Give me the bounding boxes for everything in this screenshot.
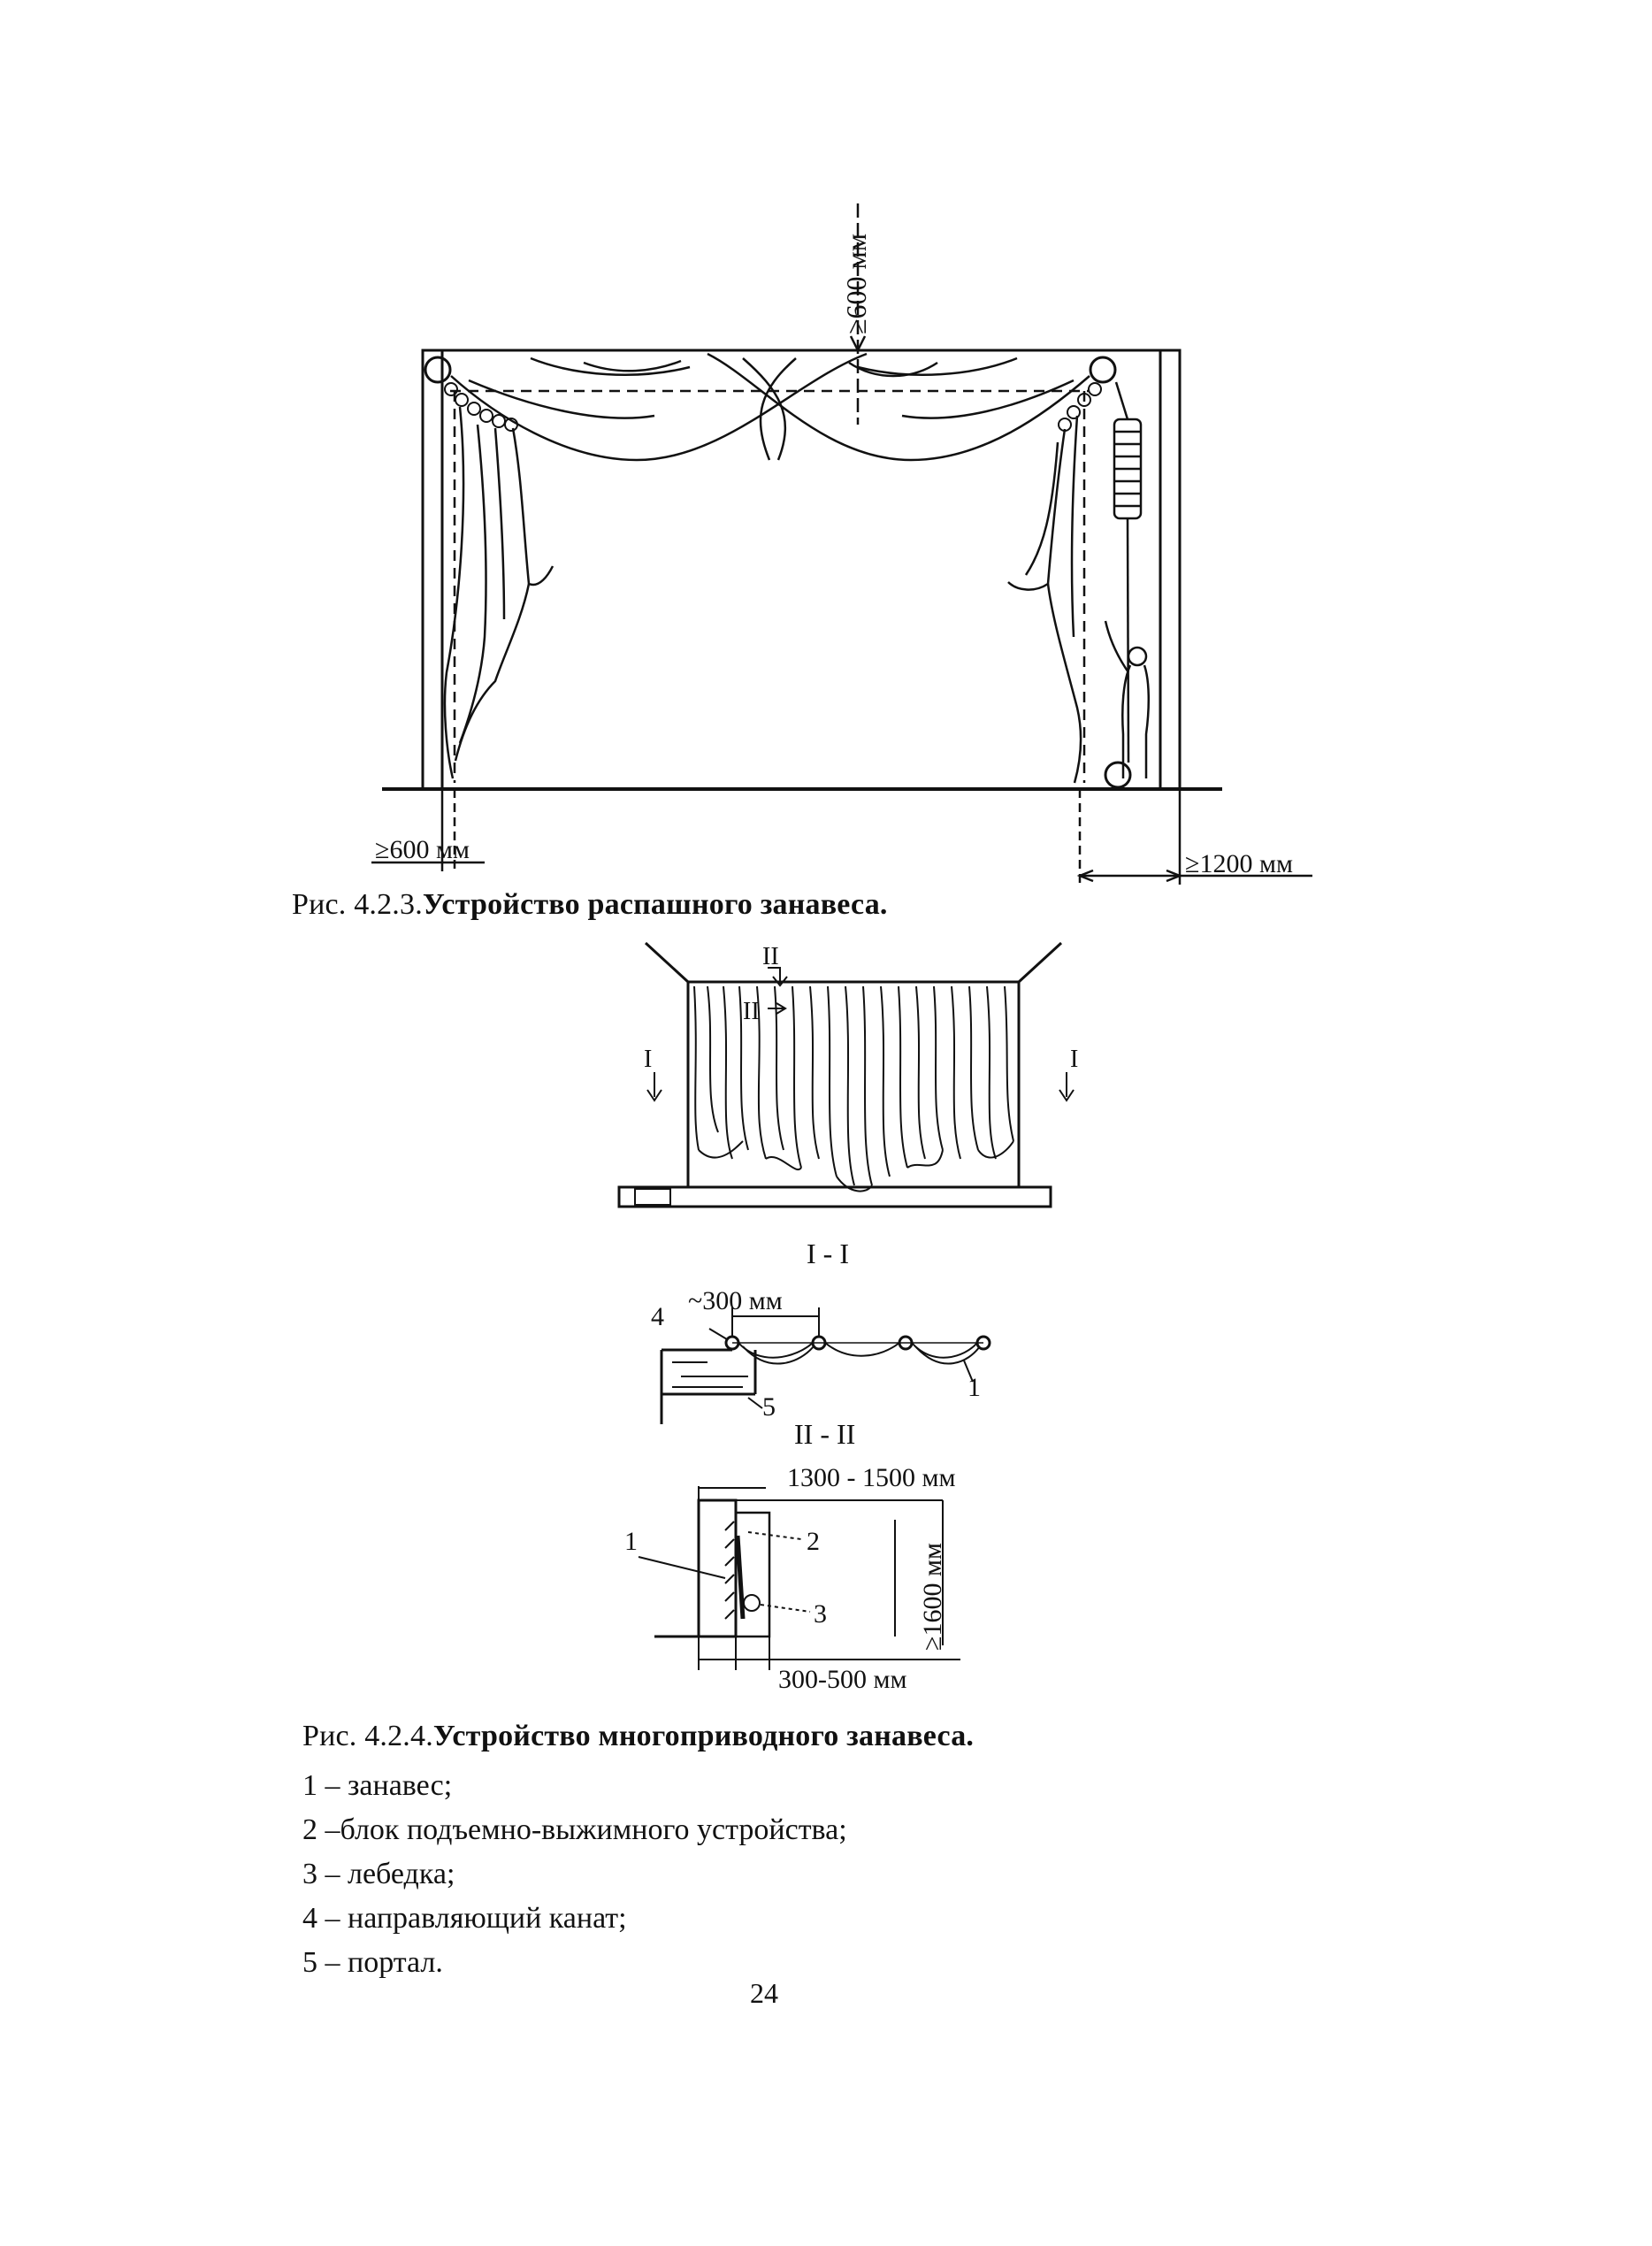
- legend-list: 1 – занавес; 2 –блок подъемно-выжимного …: [302, 1764, 847, 1985]
- caption-title: Устройство многоприводного занавеса.: [432, 1720, 975, 1752]
- section-II-bottom: 300-500 мм: [778, 1665, 906, 1694]
- section-mark-I-left: I: [644, 1046, 652, 1073]
- legend-item: 1 – занавес;: [302, 1769, 453, 1802]
- caption-prefix: Рис. 4.2.3.: [292, 888, 423, 921]
- callout-5: 5: [762, 1392, 776, 1422]
- hatch-II: [724, 1521, 746, 1620]
- curtain-drape-right: [1007, 415, 1082, 784]
- legend-item: 3 – лебедка;: [302, 1858, 455, 1890]
- pleats: [693, 985, 1014, 1192]
- counterweight: [1113, 381, 1143, 763]
- section-II-width: 1300 - 1500 мм: [787, 1463, 955, 1492]
- legend-item: 4 – направляющий канат;: [302, 1902, 627, 1935]
- callout-1-elevation: 1: [624, 1527, 638, 1556]
- section-II-height: ≥1600 мм: [918, 1543, 947, 1651]
- section-mark-II-side: II: [743, 998, 760, 1025]
- pulley-bottom: [1104, 761, 1132, 789]
- callout-3: 3: [814, 1599, 827, 1629]
- top-dimension-line: [849, 203, 867, 425]
- curtain-drape-left: [443, 406, 554, 779]
- chain-links: [444, 382, 1102, 432]
- pulley-left: [424, 356, 452, 384]
- dimension-right: ≥1200 мм: [1185, 849, 1293, 878]
- section-II-title: II - II: [794, 1418, 855, 1450]
- section-hatch: [672, 1361, 748, 1388]
- figure-swing-curtain: ≥600 мм ≥600 мм ≥1200 мм: [371, 203, 1312, 885]
- curtain-swags: [450, 352, 1090, 462]
- section-I-dimension: ~300 мм: [688, 1286, 783, 1315]
- caption-prefix: Рис. 4.2.4.: [302, 1720, 433, 1752]
- dimension-top: ≥600 мм: [840, 234, 872, 334]
- callout-4: 4: [651, 1302, 664, 1331]
- front-view: [617, 941, 1075, 1208]
- legend-item: 2 –блок подъемно-выжимного устройства;: [302, 1813, 847, 1846]
- section-mark-II-top: II: [762, 943, 779, 970]
- page-number: 24: [750, 1977, 778, 2009]
- callout-2: 2: [807, 1527, 820, 1556]
- figure-multidrive-curtain: I I II II I - I ~300 мм 4 1 5 II - II 13…: [617, 941, 1078, 1694]
- bottom-dimension-lines: [371, 789, 1312, 885]
- rope-path: [450, 389, 1090, 783]
- figure-caption-4-2-4: Рис. 4.2.4.Устройство многоприводного за…: [302, 1720, 974, 1753]
- callout-1-plan: 1: [967, 1373, 981, 1402]
- operator-figure: [1104, 620, 1151, 778]
- section-mark-I-right: I: [1070, 1046, 1078, 1073]
- pulley-right: [1089, 356, 1117, 384]
- legend-item: 5 – портал.: [302, 1946, 443, 1979]
- section-I-title: I - I: [807, 1238, 849, 1269]
- dimension-left: ≥600 мм: [375, 835, 470, 864]
- caption-title: Устройство распашного занавеса.: [422, 888, 888, 921]
- section-II-elevation: [638, 1486, 960, 1670]
- figure-caption-4-2-3: Рис. 4.2.3.Устройство распашного занавес…: [292, 888, 888, 922]
- section-I-plan: [660, 1307, 991, 1424]
